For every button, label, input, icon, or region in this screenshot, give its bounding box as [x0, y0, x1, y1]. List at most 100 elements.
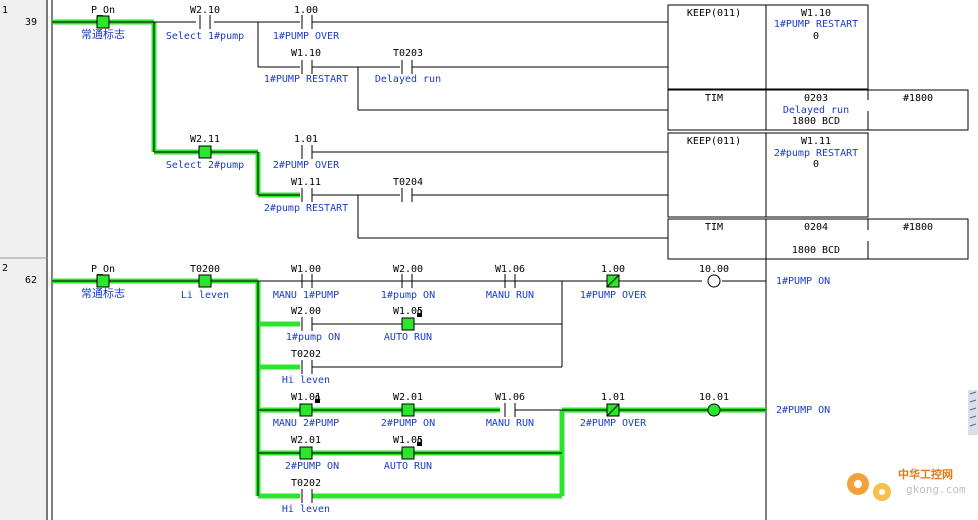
contact-w1-10[interactable]: W1.10 1#PUMP RESTART: [264, 48, 348, 85]
instruction-name: KEEP(011): [687, 136, 741, 147]
contact-w1-11[interactable]: W1.11 2#pump RESTART: [264, 177, 348, 214]
contact-address: T0202: [291, 349, 321, 360]
contact-w2-00[interactable]: W2.00 1#pump ON: [286, 306, 340, 343]
coil-address: 10.00: [699, 264, 729, 275]
step-number: 39: [25, 17, 37, 28]
timer-number: 0204: [804, 222, 828, 233]
rung-number[interactable]: 1: [2, 5, 8, 16]
tim-instruction-box[interactable]: TIM 0204 1800 BCD #1800: [667, 218, 969, 260]
lock-icon: [417, 309, 422, 317]
contact-address: W1.10: [291, 48, 321, 59]
coil-comment: 2#PUMP ON: [776, 405, 830, 416]
output-coil-10-00[interactable]: 10.00: [699, 264, 729, 288]
contact-address: W2.01: [393, 392, 423, 403]
instruction-value: 0: [813, 31, 819, 42]
keep-instruction-box[interactable]: KEEP(011) W1.11 2#pump RESTART 0: [667, 132, 869, 218]
contact-address: 1.01: [601, 392, 625, 403]
contact-address: W1.06: [495, 264, 525, 275]
contact-address: W1.11: [291, 177, 321, 188]
contact-comment: 1#pump ON: [286, 332, 340, 343]
contact-comment: Select 2#pump: [166, 160, 244, 171]
contact-comment: Hi leven: [282, 375, 330, 386]
contact-w1-06[interactable]: W1.06 MANU RUN: [486, 392, 562, 429]
coil-address: 10.01: [699, 392, 729, 403]
instruction-comment: 2#pump RESTART: [774, 148, 858, 159]
contact-t0202[interactable]: T0202 Hi leven: [282, 478, 330, 515]
contact-1-01-nc[interactable]: 1.01 2#PUMP OVER: [580, 392, 647, 429]
contact-comment: AUTO RUN: [384, 461, 432, 472]
wire: [154, 21, 668, 239]
rung-number[interactable]: 2: [2, 263, 8, 274]
contact-address: W2.00: [393, 264, 423, 275]
contact-p-on[interactable]: P_On 常通标志: [81, 5, 125, 41]
timer-setting: #1800: [903, 222, 933, 233]
contact-address: P_On: [91, 264, 115, 275]
timer-setting: #1800: [903, 93, 933, 104]
contact-comment: 2#PUMP OVER: [273, 160, 340, 171]
contact-address: W2.00: [291, 306, 321, 317]
contact-comment: MANU RUN: [486, 418, 534, 429]
contact-t0200[interactable]: T0200 Li leven: [181, 264, 229, 301]
contact-p-on[interactable]: P_On 常通标志: [81, 264, 125, 300]
contact-w2-10[interactable]: W2.10 Select 1#pump: [166, 5, 244, 42]
watermark-url: gkong.com: [906, 483, 966, 496]
contact-1-00[interactable]: 1.00 1#PUMP OVER: [273, 5, 340, 42]
contact-address: W1.05: [393, 306, 423, 317]
rung-gutter: [0, 0, 48, 520]
contact-comment: MANU 1#PUMP: [273, 290, 339, 301]
contact-1-00-nc[interactable]: 1.00 1#PUMP OVER: [580, 264, 647, 301]
instruction-operand: W1.11: [801, 136, 831, 147]
contact-t0202[interactable]: T0202 Hi leven: [282, 349, 330, 386]
contact-w1-05[interactable]: W1.05 AUTO RUN: [384, 306, 432, 343]
contact-w1-01[interactable]: W1.01 MANU 2#PUMP: [273, 392, 339, 429]
timer-value: 1800 BCD: [792, 116, 840, 127]
instruction-name: TIM: [705, 222, 723, 233]
keep-instruction-box[interactable]: KEEP(011) W1.10 1#PUMP RESTART 0: [667, 4, 869, 90]
contact-comment: 常通标志: [81, 286, 125, 300]
contact-comment: 2#PUMP OVER: [580, 418, 647, 429]
contact-w2-11[interactable]: W2.11 Select 2#pump: [166, 134, 244, 171]
contact-address: P_On: [91, 5, 115, 16]
instruction-operand: W1.10: [801, 8, 831, 19]
instruction-comment: Delayed run: [783, 105, 849, 116]
contact-address: W2.01: [291, 435, 321, 446]
contact-w2-01[interactable]: W2.01 2#PUMP ON: [285, 435, 339, 472]
tim-instruction-box[interactable]: TIM 0203 Delayed run 1800 BCD #1800: [667, 89, 969, 131]
watermark: 中华工控网 gkong.com: [847, 467, 966, 501]
contact-t0203[interactable]: T0203 Delayed run: [375, 48, 441, 85]
contact-comment: 2#PUMP ON: [285, 461, 339, 472]
contact-comment: Delayed run: [375, 74, 441, 85]
contact-address: W2.10: [190, 5, 220, 16]
scroll-grip-icon[interactable]: [968, 390, 978, 435]
contact-comment: 1#pump ON: [381, 290, 435, 301]
contact-address: T0202: [291, 478, 321, 489]
contact-comment: AUTO RUN: [384, 332, 432, 343]
contact-comment: 1#PUMP RESTART: [264, 74, 348, 85]
contact-w2-01[interactable]: W2.01 2#PUMP ON: [381, 392, 435, 429]
contact-address: T0204: [393, 177, 423, 188]
contact-comment: MANU RUN: [486, 290, 534, 301]
instruction-comment: 1#PUMP RESTART: [774, 19, 858, 30]
contact-address: W2.11: [190, 134, 220, 145]
contact-comment: 1#PUMP OVER: [580, 290, 647, 301]
contact-t0204[interactable]: T0204: [393, 177, 423, 202]
timer-number: 0203: [804, 93, 828, 104]
contact-address: 1.00: [294, 5, 318, 16]
contact-w2-00[interactable]: W2.00 1#pump ON: [381, 264, 435, 301]
output-coil-10-01[interactable]: 10.01: [699, 392, 729, 417]
contact-1-01[interactable]: 1.01 2#PUMP OVER: [273, 134, 340, 171]
contact-comment: 2#pump RESTART: [264, 203, 348, 214]
contact-w1-06[interactable]: W1.06 MANU RUN: [486, 264, 534, 301]
contact-w1-05[interactable]: W1.05 AUTO RUN: [384, 435, 432, 472]
contact-address: T0200: [190, 264, 220, 275]
contact-address: W1.01: [291, 392, 321, 403]
gear-logo-icon: [847, 473, 891, 501]
contact-address: T0203: [393, 48, 423, 59]
contact-comment: Li leven: [181, 290, 229, 301]
contact-comment: MANU 2#PUMP: [273, 418, 339, 429]
contact-comment: 1#PUMP OVER: [273, 31, 340, 42]
contact-w1-00[interactable]: W1.00 MANU 1#PUMP: [273, 264, 339, 301]
contact-address: 1.00: [601, 264, 625, 275]
contact-comment: 常通标志: [81, 27, 125, 41]
